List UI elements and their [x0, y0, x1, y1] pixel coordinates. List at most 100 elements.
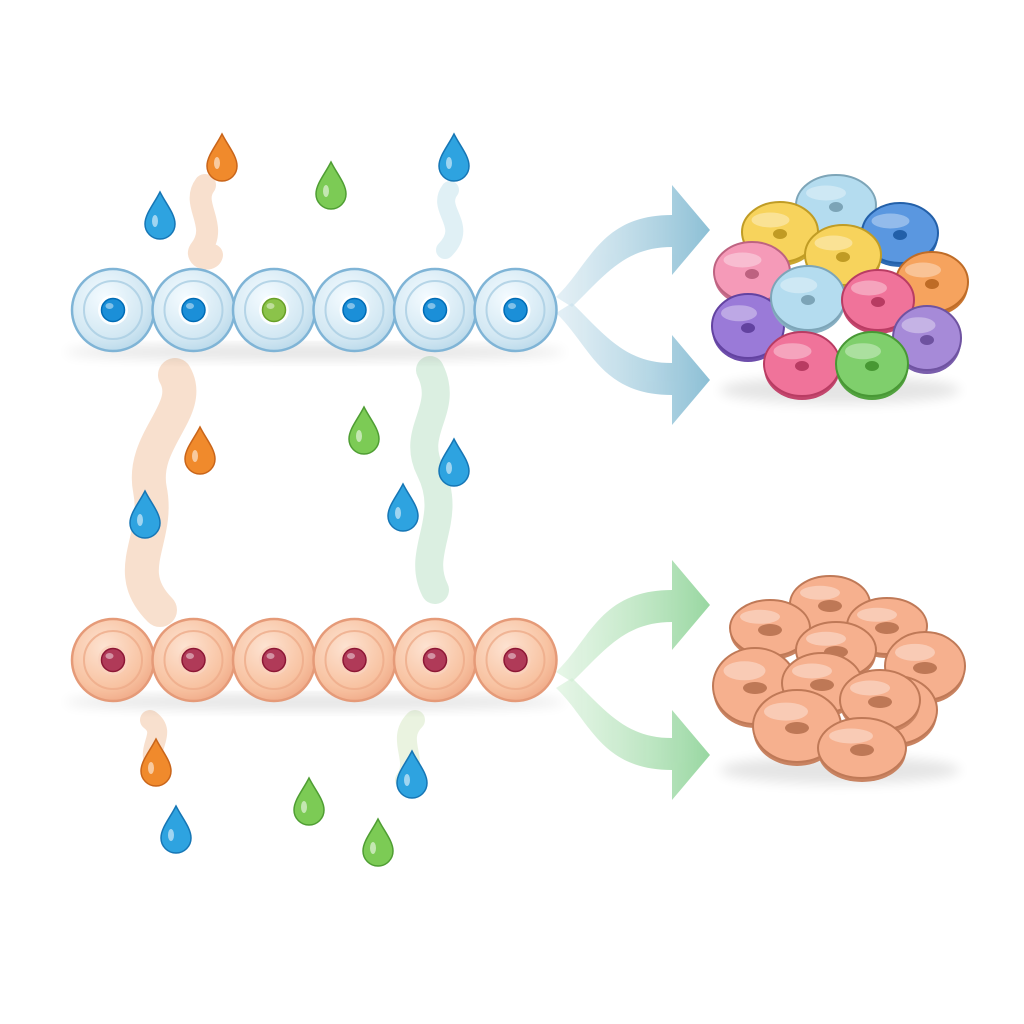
cell-inner-ring: [163, 630, 224, 690]
droplet-body: [160, 804, 192, 854]
droplet-icon: [387, 482, 419, 532]
cell-rows: [70, 267, 558, 703]
droplet-body: [129, 489, 161, 539]
cell: [473, 267, 558, 353]
nucleus: [100, 297, 126, 323]
nucleus: [422, 647, 448, 673]
cell-inner-ring: [405, 630, 465, 690]
droplet-body: [438, 132, 470, 182]
droplet-highlight: [370, 842, 376, 854]
cell: [151, 617, 236, 703]
cluster-cell-nucleus: [741, 323, 755, 333]
cluster-cell-highlight: [814, 235, 853, 251]
cluster-cell-highlight: [773, 343, 812, 360]
cell: [70, 617, 156, 703]
nucleus-highlight: [427, 653, 436, 659]
droplet-icon: [438, 437, 470, 487]
droplet-body: [348, 405, 380, 455]
droplet-highlight: [168, 829, 174, 841]
nucleus-highlight: [347, 653, 355, 659]
nucleus-highlight: [105, 303, 114, 309]
nucleus: [261, 647, 287, 673]
nucleus-highlight: [186, 303, 194, 309]
droplet-body: [206, 132, 238, 182]
cluster-cell-nucleus: [758, 624, 782, 636]
droplet-body: [396, 749, 428, 799]
cell: [151, 267, 236, 353]
nucleus-highlight: [105, 653, 114, 659]
wisp-1: [436, 181, 464, 259]
cluster-cell-highlight: [829, 728, 873, 744]
cluster-cell: [770, 265, 846, 334]
cluster-cell-nucleus: [920, 335, 934, 345]
droplet-body: [387, 482, 419, 532]
cluster-cell-highlight: [850, 680, 890, 696]
cluster-cell-nucleus: [795, 361, 809, 371]
wisp-2: [124, 358, 197, 627]
droplet-icon: [160, 804, 192, 854]
cluster-cell-highlight: [751, 212, 790, 228]
droplet-body: [140, 737, 172, 787]
cluster-cell-highlight: [845, 343, 881, 360]
droplet-icon: [293, 776, 325, 826]
cluster-cell-nucleus: [865, 361, 879, 371]
droplet-icon: [396, 749, 428, 799]
droplet-highlight: [356, 430, 362, 442]
cell-inner-ring: [83, 280, 143, 340]
cluster-cell-highlight: [851, 280, 887, 296]
cluster-cell-nucleus: [875, 622, 899, 634]
cluster-cell: [892, 305, 962, 374]
nucleus: [422, 297, 448, 323]
cluster-cell-nucleus: [829, 202, 843, 212]
cell-inner-ring: [485, 280, 546, 340]
droplet-highlight: [192, 450, 198, 462]
droplet-highlight: [446, 157, 452, 169]
cluster-cell: [839, 669, 921, 734]
droplet-highlight: [148, 762, 154, 774]
cell-inner-ring: [244, 630, 304, 690]
peach-cell-row: [70, 617, 558, 703]
cell: [312, 617, 397, 703]
droplet-highlight: [301, 801, 307, 813]
droplet-body: [144, 190, 176, 240]
cluster-cell-highlight: [905, 262, 941, 278]
cell: [231, 267, 317, 353]
droplet-icon: [184, 425, 216, 475]
cluster-cell-highlight: [792, 663, 832, 679]
cell: [473, 617, 558, 703]
cluster-cell-nucleus: [810, 679, 834, 691]
cluster-cell-nucleus: [801, 295, 815, 305]
cluster-cell-nucleus: [925, 279, 939, 289]
cell-inner-ring: [324, 280, 385, 340]
blue-cell-row-shadow: [65, 344, 565, 360]
cluster-cell-highlight: [806, 631, 846, 646]
cluster-cell: [835, 331, 909, 400]
cluster-cell-highlight: [780, 277, 818, 294]
cluster-cell-nucleus: [785, 722, 809, 734]
nucleus-highlight: [508, 653, 516, 659]
cell-inner-ring: [324, 630, 385, 690]
nucleus: [181, 647, 206, 673]
droplet-body: [293, 776, 325, 826]
cluster-cell-highlight: [723, 661, 766, 681]
cluster-cell-highlight: [721, 305, 757, 322]
droplet-highlight: [395, 507, 401, 519]
droplet-highlight: [152, 215, 158, 227]
arrow-branch-down: [556, 678, 710, 800]
droplet-icon: [348, 405, 380, 455]
droplet-icon: [144, 190, 176, 240]
nucleus-highlight: [186, 653, 194, 659]
uniform-cell-cluster: [712, 575, 966, 784]
cluster-cell-nucleus: [850, 744, 874, 756]
cell: [231, 617, 317, 703]
droplet-icon: [315, 160, 347, 210]
droplet-highlight: [214, 157, 220, 169]
signal-droplets: [129, 132, 470, 867]
arrow-branch-up: [556, 185, 710, 307]
cluster-cell-highlight: [723, 252, 762, 268]
cluster-cell-highlight: [901, 317, 936, 334]
nucleus: [503, 297, 528, 323]
droplet-highlight: [404, 774, 410, 786]
cluster-cell: [729, 599, 811, 660]
split-arrow-icon: [556, 560, 710, 800]
